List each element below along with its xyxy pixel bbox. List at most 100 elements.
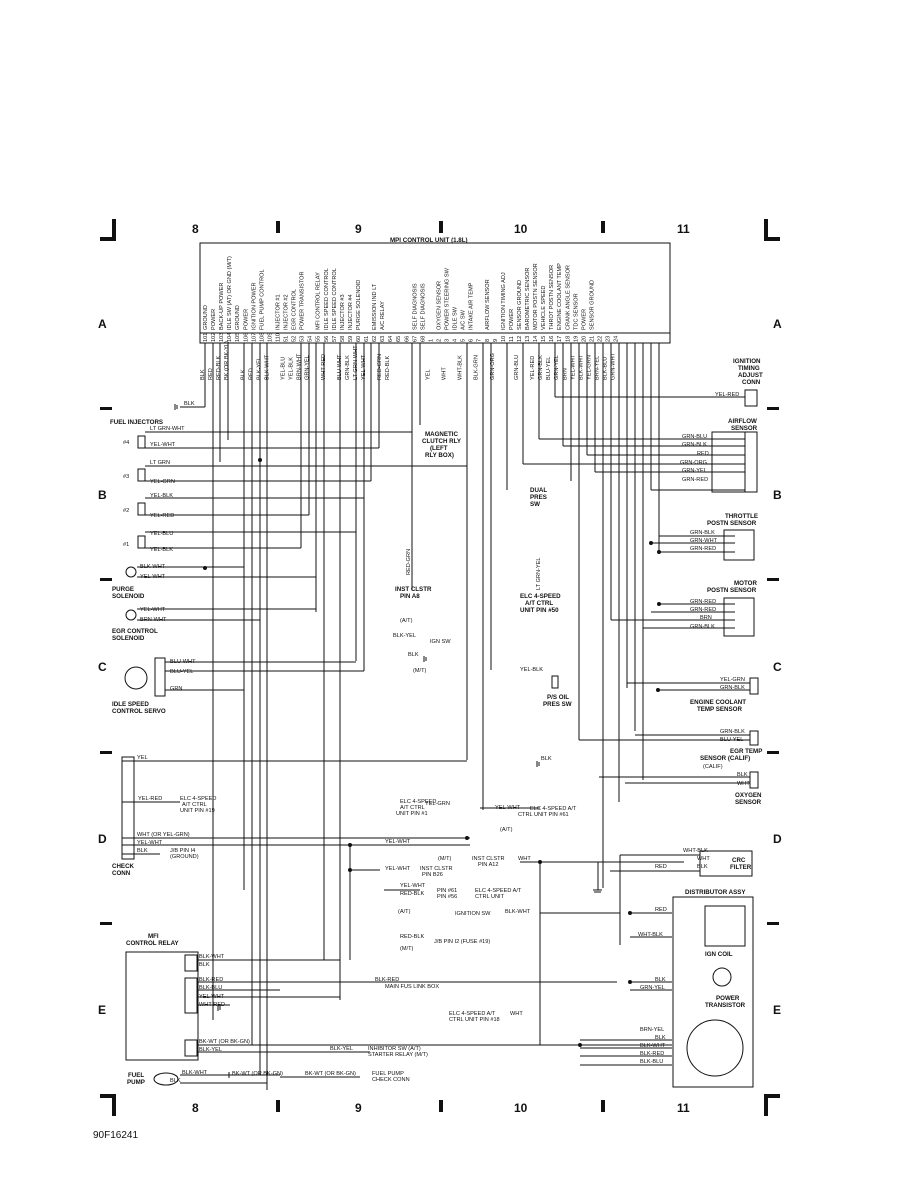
wl-yelwht-6: YEL-WHT: [385, 839, 411, 845]
label-inj2: #2: [123, 508, 129, 514]
ecu-pin-function-label: IDLE SPEED CONTROL: [324, 268, 330, 330]
ecu-pin-number: 13: [525, 336, 531, 342]
ecu-pin-number: 11: [509, 336, 515, 342]
wl-bluwht: BLU-WHT: [170, 659, 196, 665]
ecu-pin-wire-color: BLK: [200, 369, 206, 380]
ecu-pin-number: 52: [292, 336, 298, 342]
label-inj4: #4: [123, 440, 129, 446]
wl-yelwht-5: YEL-WHT: [495, 805, 521, 811]
wl-redgrn: RED-GRN: [406, 549, 412, 575]
ecu-pin-function-label: IGNITION POWER: [251, 282, 257, 330]
ecu-pin-wire-color: GRN-WHT: [611, 352, 617, 380]
ecu-pin-function-label: INJECTOR #3: [340, 294, 346, 330]
wl-blk-2: BLK: [137, 848, 148, 854]
ecu-pin-wire-color: YEL: [425, 369, 431, 380]
wl-ltgrnwht: LT GRN-WHT: [150, 426, 185, 432]
wl-blk-9: BLK: [655, 977, 666, 983]
ecu-pin-function-label: INJECTOR #2: [284, 294, 290, 330]
ecu-pin-wire-color: YEL-BLU: [281, 357, 287, 380]
ecu-pin-number: 61: [364, 336, 370, 342]
wl-blk-7: BLK: [737, 772, 748, 778]
row-label-c-right: C: [773, 660, 782, 674]
injector-2-body: [137, 502, 146, 516]
corner-marks: [100, 219, 780, 1116]
col-label-9-bottom: 9: [355, 1101, 362, 1115]
row-label-a-right: A: [773, 317, 782, 331]
ecu-pin-function-label: IGNITION TIMING ADJ: [501, 272, 507, 330]
ecu-pin-number: 19: [573, 336, 579, 342]
ecu-pin-number: 7: [477, 339, 483, 342]
ecu-pin-wire-color: YEL-GRN: [586, 355, 592, 380]
ecu-pin-wire-color: GRN-BLU: [514, 355, 520, 380]
ecu-pin-wire-color: BRN-WHT: [297, 353, 303, 380]
wl-blkblu-2: BLK-BLU: [640, 1059, 663, 1065]
wl-grnblk-3: GRN-BLK: [690, 624, 715, 630]
ecu-pin-number: 4: [453, 339, 459, 342]
ecu-pin-function-label: SENSOR GROUND: [589, 280, 595, 330]
col-label-10-bottom: 10: [514, 1101, 528, 1115]
ecu-pin-function-label: MOTOR POSTN SENSOR: [533, 263, 539, 330]
ecu-pin-number: 3: [445, 339, 451, 342]
ecu-pin-number: 63: [380, 336, 386, 342]
ecu-pin-function-label: IDLE SW (AT) OR GND (M/T): [227, 256, 233, 330]
col-label-11: 11: [677, 222, 690, 236]
wl-blkyel-2: BLK-YEL: [330, 1046, 353, 1052]
wl-bluyel: BLU-YEL: [170, 669, 193, 675]
ecu-pin-wire-color: BLK-BLU: [603, 357, 609, 380]
ecu-pin-number: 105: [235, 333, 241, 342]
ecu-pin-function-label: OXYGEN SENSOR: [436, 281, 442, 330]
wl-mt-2: (M/T): [438, 856, 451, 862]
ecu-pin-wire-color: YEL-WHT: [570, 354, 576, 380]
wl-redblk: RED-BLK: [400, 891, 425, 897]
junction-dots: [203, 458, 661, 1047]
wl-wht-4: WHT: [697, 856, 710, 862]
wl-grnblk: GRN-BLK: [682, 442, 707, 448]
ecu-pin-function-label: INTAKE AIR TEMP: [469, 282, 475, 330]
wl-yelwht-2: YEL-WHT: [140, 574, 166, 580]
ecu-pin-number: 14: [533, 336, 539, 342]
label-fuel-injectors: FUEL INJECTORS: [110, 419, 163, 426]
wl-yelred-3: YEL-RED: [715, 392, 739, 398]
ecu-pin-number: 65: [396, 336, 402, 342]
wl-blkyel-3: BLK-YEL: [199, 1047, 222, 1053]
ecu-pin-function-label: THROT POSTN SENSOR: [549, 265, 555, 330]
ecu-pin-function-label: POWER STEERING SW: [445, 267, 451, 330]
ecu-pin-wire-color: BK (OR BK-YL): [224, 341, 230, 380]
ecu-pin-number: 51: [284, 336, 290, 342]
ecu-pin-function-label: CRANK ANGLE SENSOR: [565, 265, 571, 330]
label-inj1: #1: [123, 542, 129, 548]
ecu-pin-function-label: BACK-UP POWER: [219, 283, 225, 330]
wl-grnyel-2: GRN-YEL: [640, 985, 665, 991]
wl-yelgrn-2: YEL-GRN: [425, 801, 450, 807]
ecu-pin-number: 56: [324, 336, 330, 342]
wl-grnblk-4: GRN-BLK: [720, 685, 745, 691]
ground-symbols: [174, 404, 602, 1078]
ecu-title: MPI CONTROL UNIT (1.8L): [390, 237, 468, 244]
trunk-wires: [204, 343, 660, 1090]
wl-yelred: YEL-RED: [150, 513, 174, 519]
wl-yelblk-3: YEL-BLK: [520, 667, 543, 673]
wl-yel: YEL: [137, 755, 148, 761]
ecu-pin-function-label: POWER: [211, 309, 217, 330]
wl-grnorg: GRN-ORG: [680, 460, 707, 466]
wire-labels: BLK LT GRN-WHT YEL-WHT LT GRN YEL-GRN YE…: [137, 392, 750, 1084]
ecu-pin-wire-color: RED: [208, 368, 214, 380]
wl-grn: GRN: [170, 686, 182, 692]
wl-blkred: BLK-RED: [375, 977, 399, 983]
ecu-pin-function-label: IDLE SW: [453, 306, 459, 330]
wl-at-1: (A/T): [400, 618, 413, 624]
wl-blkwht-3: BLK-WHT: [199, 954, 225, 960]
